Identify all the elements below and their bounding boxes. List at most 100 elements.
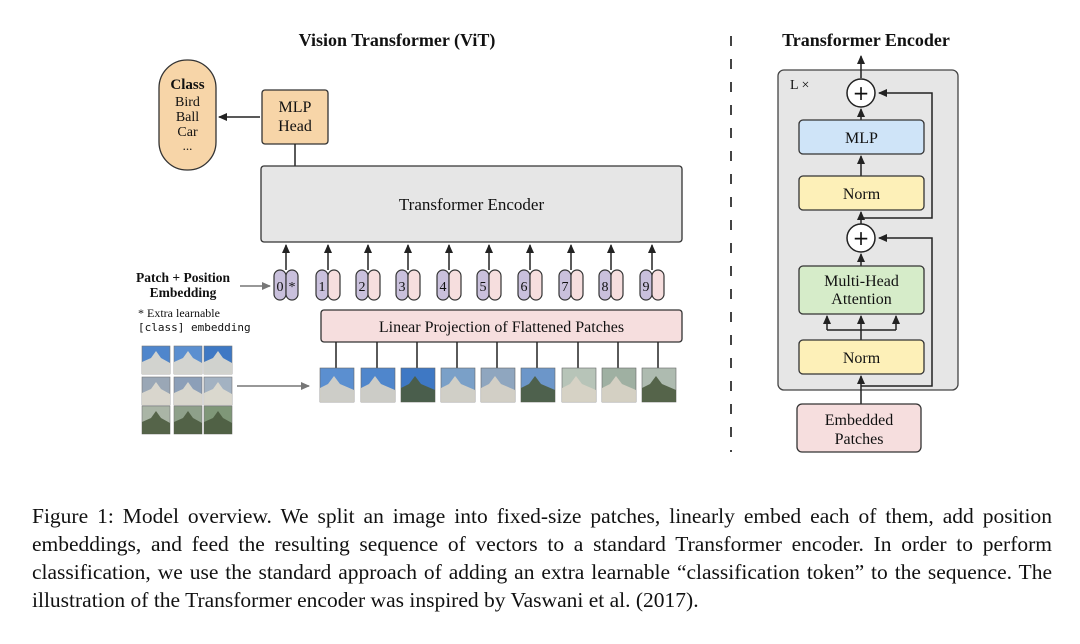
vit-title: Vision Transformer (ViT) — [299, 30, 496, 51]
patch-building — [642, 376, 676, 402]
flattened-patch-2 — [360, 342, 396, 403]
embedded-patches-line2: Patches — [835, 431, 884, 448]
patch-embedding-pill — [651, 269, 665, 301]
vit-encoder-box: Transformer Encoder — [260, 165, 683, 243]
patch-position-label-line1: Patch + Position — [136, 270, 230, 285]
position-index-label: 1 — [319, 280, 326, 295]
patch-embedding-pill — [529, 269, 543, 301]
position-index-label: 9 — [643, 280, 650, 295]
token-8: 8 — [598, 244, 624, 301]
position-index-label: 8 — [602, 280, 609, 295]
patch-embedding-pill — [570, 269, 584, 301]
vit-encoder-label: Transformer Encoder — [399, 195, 545, 214]
source-patch-2 — [173, 345, 203, 375]
embedded-patches-box: Embedded Patches — [796, 403, 922, 453]
encoder-attention-box: Multi-Head Attention — [798, 265, 925, 315]
token-2: 2 — [355, 244, 381, 301]
flattened-patch-7 — [561, 342, 597, 403]
token-6: 6 — [517, 244, 543, 301]
linear-projection-box: Linear Projection of Flattened Patches — [320, 309, 683, 343]
source-patch-building — [204, 382, 232, 405]
encoder-attention-line2: Attention — [831, 291, 891, 308]
source-patch-building — [204, 351, 232, 374]
repeat-label: L × — [790, 78, 809, 93]
token-4: 4 — [436, 244, 462, 301]
patch-embedding-pill — [448, 269, 462, 301]
flattened-patch-3 — [400, 342, 436, 403]
token-9: 9 — [639, 244, 665, 301]
flattened-patch-4 — [440, 342, 476, 403]
patch-building — [401, 376, 435, 402]
class-token-star: * — [289, 280, 296, 295]
source-patch-building — [142, 382, 170, 405]
source-patch-6 — [203, 376, 233, 406]
class-item-bird: Bird — [175, 95, 200, 110]
class-token-pill — [285, 269, 299, 301]
token-5: 5 — [476, 244, 502, 301]
encoder-norm-top-box: Norm — [798, 175, 925, 211]
add-symbol-middle: + — [853, 226, 870, 250]
encoder-norm-top-label: Norm — [843, 186, 881, 203]
source-patch-building — [174, 351, 202, 374]
source-patch-building — [174, 382, 202, 405]
flattened-patch-1 — [319, 342, 355, 403]
linear-projection-label: Linear Projection of Flattened Patches — [379, 319, 624, 336]
patch-building — [481, 376, 515, 402]
add-symbol-top: + — [853, 81, 870, 105]
encoder-attention-line1: Multi-Head — [824, 273, 899, 290]
patch-position-label-line2: Embedding — [150, 285, 217, 300]
position-index-label: 3 — [399, 280, 406, 295]
add-node-middle: + — [846, 223, 876, 253]
position-index-label: 6 — [521, 280, 528, 295]
patch-building — [441, 376, 475, 402]
class-item-more: ... — [183, 138, 193, 153]
flattened-patch-9 — [641, 342, 677, 403]
encoder-title: Transformer Encoder — [782, 30, 950, 50]
patch-embedding-pill — [488, 269, 502, 301]
class-title: Class — [170, 77, 204, 93]
position-index-label: 5 — [480, 280, 487, 295]
source-patch-building — [142, 411, 170, 434]
source-patch-building — [174, 411, 202, 434]
encoder-mlp-box: MLP — [798, 119, 925, 155]
class-item-car: Car — [177, 125, 198, 140]
token-0: 0* — [273, 244, 299, 301]
position-index-label: 4 — [440, 280, 447, 295]
class-item-ball: Ball — [176, 110, 199, 125]
patch-building — [602, 376, 636, 402]
token-3: 3 — [395, 244, 421, 301]
source-patch-4 — [141, 376, 171, 406]
patch-embedding-pill — [327, 269, 341, 301]
residual-connection-upper — [861, 89, 933, 219]
patch-building — [320, 376, 354, 402]
patch-building — [562, 376, 596, 402]
add-node-top: + — [846, 78, 876, 108]
source-patch-1 — [141, 345, 171, 375]
source-patch-9 — [203, 405, 233, 435]
source-patch-3 — [203, 345, 233, 375]
extra-learnable-note: * Extra learnable — [138, 306, 220, 320]
mlp-head-line2: Head — [278, 118, 312, 135]
position-index-label: 7 — [562, 280, 569, 295]
figure-caption: Figure 1: Model overview. We split an im… — [32, 504, 1052, 612]
token-7: 7 — [558, 244, 584, 301]
source-patch-building — [142, 351, 170, 374]
source-patch-7 — [141, 405, 171, 435]
position-index-label: 0 — [277, 280, 284, 295]
model-overview-figure: Vision Transformer (ViT) Class Bird Ball… — [136, 30, 959, 453]
patch-embedding-pill — [407, 269, 421, 301]
source-image-patches — [141, 345, 233, 435]
source-patch-5 — [173, 376, 203, 406]
flattened-patch-5 — [480, 342, 516, 403]
token-1: 1 — [315, 244, 341, 301]
encoder-norm-bottom-box: Norm — [798, 339, 925, 375]
mlp-head-box: MLP Head — [261, 89, 329, 145]
class-output-box: Class Bird Ball Car ... — [158, 59, 217, 171]
flattened-patch-8 — [601, 342, 637, 403]
patch-building — [521, 376, 555, 402]
flattened-patches — [319, 342, 677, 403]
patch-embedding-pill — [367, 269, 381, 301]
source-patch-8 — [173, 405, 203, 435]
patch-embedding-pill — [610, 269, 624, 301]
